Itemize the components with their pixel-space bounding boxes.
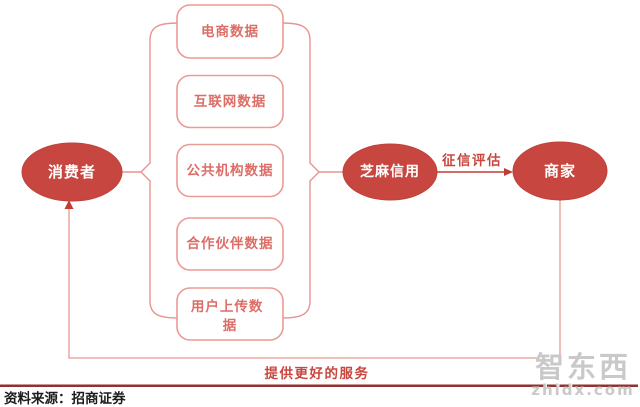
source-note: 资料来源：招商证券	[4, 390, 126, 407]
data-box-internet-label: 互联网数据	[194, 93, 267, 110]
assessment-label: 征信评估	[442, 152, 502, 169]
data-box-ecommerce-label: 电商数据	[201, 23, 259, 40]
data-box-user-upload	[176, 287, 284, 341]
watermark-logo-shadow: 智东西	[536, 352, 632, 386]
left-brace	[140, 22, 179, 319]
feedback-loop-line	[68, 200, 561, 359]
feedback-label: 提供更好的服务	[265, 365, 370, 382]
zhima-credit-node-label: 芝麻信用	[360, 163, 420, 180]
merchant-node	[512, 141, 608, 201]
consumer-node	[21, 142, 123, 202]
data-box-public-institution-label: 公共机构数据	[187, 162, 274, 179]
watermark-url-shadow: zhidx.com	[532, 382, 636, 400]
separator-line	[0, 384, 638, 387]
data-box-user-upload-label: 用户上传数 据	[191, 298, 269, 334]
feedback-arrowhead-icon	[64, 200, 74, 209]
data-box-internet	[176, 74, 284, 129]
consumer-node-label: 消费者	[48, 163, 96, 181]
right-brace	[281, 22, 320, 319]
data-box-partner-label: 合作伙伴数据	[187, 235, 274, 252]
merchant-node-label: 商家	[544, 162, 576, 180]
watermark-url: zhidx.com	[531, 381, 635, 399]
data-box-partner	[176, 217, 284, 271]
zhima-credit-node	[342, 143, 438, 201]
data-box-ecommerce	[176, 4, 284, 59]
watermark-logo: 智东西	[535, 350, 631, 384]
assessment-arrowhead-icon	[504, 168, 513, 176]
data-box-public-institution	[176, 143, 284, 198]
